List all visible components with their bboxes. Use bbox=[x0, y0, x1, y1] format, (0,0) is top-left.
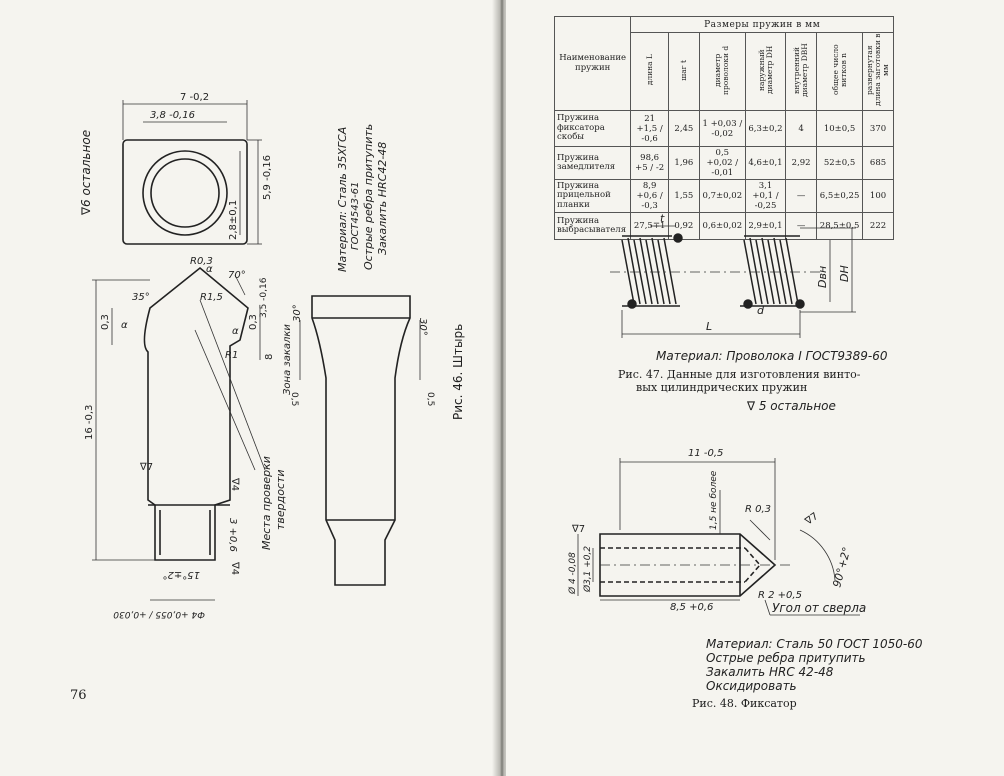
label-alpha-top: α bbox=[206, 264, 213, 275]
table-cell: 685 bbox=[862, 146, 894, 180]
label-angle30a: 30° bbox=[292, 304, 303, 322]
fig47-caption-line2: вых цилиндрических пружин bbox=[636, 381, 808, 394]
table-cell: Пружина замедлителя bbox=[553, 146, 632, 180]
label-f7: ∇7 bbox=[139, 462, 153, 473]
table-cell: — bbox=[785, 212, 818, 240]
spring-dimensions-table: Наименование пружин Размеры пружин в мм … bbox=[553, 16, 894, 240]
table-cell: 1,55 bbox=[667, 179, 700, 213]
dim-width-inner: 3,8 -0,16 bbox=[150, 110, 195, 121]
label-f4-bottom: ∇4 bbox=[229, 561, 240, 575]
label-angle70: 70° bbox=[228, 270, 246, 281]
table-cell: 100 bbox=[862, 179, 894, 213]
label-angle30b: 30° bbox=[417, 318, 428, 336]
label-d35: 3,5 -0,16 bbox=[259, 277, 269, 318]
finish-rest-left: ∇6 остальное bbox=[79, 130, 93, 216]
table-col-header: внутренний диаметр DВН bbox=[785, 32, 818, 111]
table-cell: 98,6 +5 / -2 bbox=[630, 146, 669, 180]
table-cell: 27,5∓1 bbox=[630, 212, 669, 240]
table-cell: 4 bbox=[785, 110, 818, 147]
table-cell: Пружина прицельной планки bbox=[553, 179, 632, 213]
table-cell: 370 bbox=[862, 110, 894, 147]
material-line-1: Материал: Сталь 35ХГСА bbox=[336, 127, 349, 272]
material-line-4: Закалить HRC42-48 bbox=[376, 142, 389, 255]
table-cell: 4,6±0,1 bbox=[744, 146, 787, 180]
label-d03b: 0,3 bbox=[248, 314, 259, 330]
table-row: Пружина замедлителя 98,6 +5 / -2 1,96 0,… bbox=[553, 146, 894, 180]
label-phi4: Ф4 +0,055 / +0,030 bbox=[113, 609, 205, 619]
table-cell: 1,96 bbox=[667, 146, 700, 180]
table-col-header: диаметр проволоки d bbox=[698, 32, 746, 111]
label-f4-top: ∇4 bbox=[229, 477, 240, 491]
table-header-name: Наименование пружин bbox=[553, 16, 632, 111]
table-col-header: длина L bbox=[630, 32, 669, 111]
table-row: Пружина фиксатора скобы 21 +1,5 / -0,6 2… bbox=[553, 110, 894, 147]
label-hardness-zone: Зона закалки bbox=[282, 324, 293, 395]
label-d3: 3 +0,6 bbox=[227, 518, 238, 552]
table-cell: 6,5±0,25 bbox=[816, 179, 864, 213]
label-angle15: 15°±2° bbox=[163, 569, 200, 580]
label-r15: R1,5 bbox=[200, 292, 223, 303]
table-cell: 10±0,5 bbox=[816, 110, 864, 147]
table-col-header: шаг t bbox=[667, 32, 700, 111]
table-cell: Пружина фиксатора скобы bbox=[553, 110, 632, 147]
table-cell: 2,9±0,1 bbox=[744, 212, 787, 240]
table-cell: 2,45 bbox=[667, 110, 700, 147]
table-cell: 222 bbox=[862, 212, 894, 240]
label-angle35: 35° bbox=[132, 292, 150, 303]
table-cell: 21 +1,5 / -0,6 bbox=[630, 110, 669, 147]
table-cell: Пружина выбрасывателя bbox=[553, 212, 632, 240]
check-places-1: Места проверки bbox=[260, 456, 273, 550]
check-places-2: твердости bbox=[274, 469, 287, 530]
dim-width-top: 7 -0,2 bbox=[180, 92, 209, 103]
table-cell: 6,3±0,2 bbox=[744, 110, 787, 147]
table-cell: 2,92 bbox=[785, 146, 818, 180]
dim-height-right: 5,9 -0,16 bbox=[262, 155, 273, 200]
label-alpha-left: α bbox=[121, 320, 128, 331]
table-header-group: Размеры пружин в мм bbox=[630, 16, 894, 33]
pin-top-view bbox=[122, 139, 248, 245]
fig46-drawing: 7 -0,2 3,8 -0,16 5,9 -0,16 2,8±0,1 bbox=[79, 92, 465, 619]
label-alpha-right: α bbox=[232, 326, 239, 337]
table-cell: 0,92 bbox=[667, 212, 700, 240]
fig46-caption: Рис. 46. Штырь bbox=[451, 324, 465, 420]
table-col-header: общее число витков n bbox=[816, 32, 864, 111]
table-cell: 52±0,5 bbox=[816, 146, 864, 180]
table-cell: 28,5±0,5 bbox=[816, 212, 864, 240]
table-row: Пружина прицельной планки 8,9 +0,6 / -0,… bbox=[553, 179, 894, 213]
table-cell: 0,5 +0,02 / -0,01 bbox=[698, 146, 746, 180]
label-d05a: 0,5 bbox=[289, 392, 299, 406]
label-r03: R0,3 bbox=[190, 256, 213, 267]
table-cell: 0,6±0,02 bbox=[698, 212, 746, 240]
table-cell: — bbox=[785, 179, 818, 213]
dim-diam: 2,8±0,1 bbox=[228, 200, 239, 240]
left-page: 7 -0,2 3,8 -0,16 5,9 -0,16 2,8±0,1 bbox=[0, 0, 498, 776]
label-r1: R1 bbox=[225, 350, 238, 361]
table-cell: 0,7±0,02 bbox=[698, 179, 746, 213]
material-line-2: ГОСТ4543-61 bbox=[350, 182, 361, 250]
label-d16: 16 -0,3 bbox=[84, 405, 95, 440]
material-line-3: Острые ребра притупить bbox=[362, 124, 375, 270]
fig48-caption: Рис. 48. Фиксатор bbox=[692, 697, 797, 710]
table-cell: 1 +0,03 / -0,02 bbox=[698, 110, 746, 147]
page-number: 76 bbox=[70, 688, 87, 703]
label-d8: 8 bbox=[264, 354, 275, 360]
table-cell: 3,1 +0,1 / -0,25 bbox=[744, 179, 787, 213]
label-d05b: 0,5 bbox=[425, 392, 435, 406]
pin-side-view bbox=[143, 266, 249, 561]
table-col-header: наружный диаметр DН bbox=[744, 32, 787, 111]
pin-section-view bbox=[311, 295, 411, 586]
table-col-header: развернутая длина заготовки в мм bbox=[862, 32, 894, 111]
table-row: Пружина выбрасывателя 27,5∓1 0,92 0,6±0,… bbox=[553, 212, 894, 240]
label-d03a: 0,3 bbox=[100, 314, 111, 330]
table-cell: 8,9 +0,6 / -0,3 bbox=[630, 179, 669, 213]
fig47-caption-line1: Рис. 47. Данные для изготовления винто- bbox=[618, 368, 861, 381]
